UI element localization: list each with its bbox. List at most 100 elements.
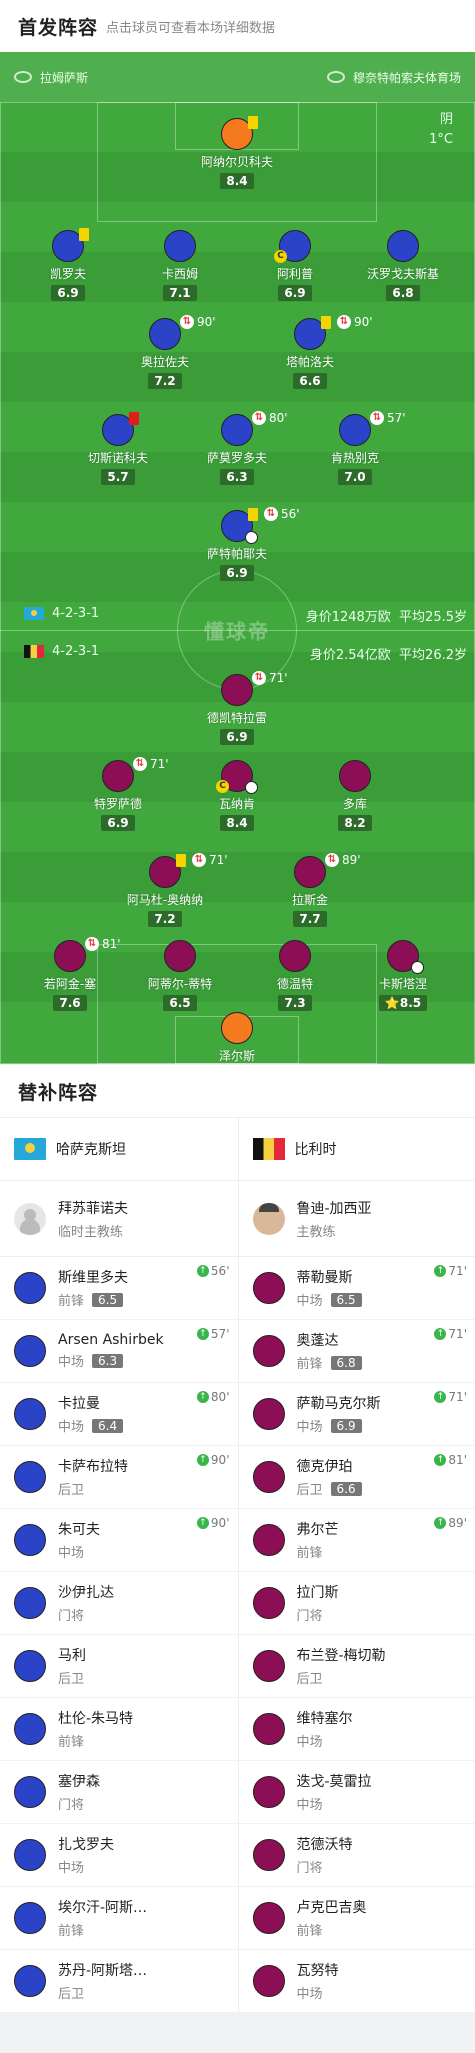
sub-minute: 89' [342,853,361,867]
player-rating: 6.9 [278,285,312,301]
player-name: 塔帕洛夫 [285,355,334,369]
player-name: 肯热别克 [330,451,379,465]
be-coach[interactable]: 鲁迪-加西亚主教练 [238,1181,475,1257]
rating-value: 6.9 [226,730,248,744]
player-marker: ⇅71' [149,853,228,888]
sub-player-row[interactable]: 朱可夫中场↑90' [0,1509,238,1572]
sub-player-row[interactable]: 弗尔芒前锋↑89' [238,1509,475,1572]
red-card-icon [129,412,139,425]
sub-player-row[interactable]: 维特塞尔中场 [238,1698,475,1761]
player-name: 萨莫罗多夫 [206,451,267,465]
player-name: 凯罗夫 [49,267,86,281]
sub-player-name: 迭戈-莫雷拉 [296,1774,372,1790]
substitution-icon: ⇅ [85,937,99,951]
sub-in-icon: ↑ [434,1391,447,1403]
sub-minute: 90' [354,315,373,329]
sub-in-time: ↑57' [196,1327,230,1341]
player-name: 若阿金-塞 [43,977,97,991]
sub-player-name: 萨勒马克尔斯 [296,1396,381,1412]
sub-player-row[interactable]: 卡萨布拉特后卫↑90' [0,1446,238,1509]
rating-value: 5.7 [107,470,129,484]
sub-player-row[interactable]: 范德沃特门将 [238,1824,475,1887]
sub-player-row[interactable]: 杜伦-朱马特前锋 [0,1698,238,1761]
yellow-card-icon [248,116,258,129]
sub-player-row[interactable]: 塞伊森门将 [0,1761,238,1824]
sub-minute: 71' [209,853,228,867]
sub-player-row[interactable]: 卢克巴吉奥前锋 [238,1887,475,1950]
sub-player-row[interactable]: 迭戈-莫雷拉中场 [238,1761,475,1824]
sub-player-row[interactable]: 布兰登-梅切勒后卫 [238,1635,475,1698]
sub-in-icon: ↑ [434,1328,447,1340]
sub-player-row[interactable]: 沙伊扎达门将 [0,1572,238,1635]
player-marker [252,1839,285,1871]
kz-coach[interactable]: 拜苏菲诺夫临时主教练 [0,1181,238,1257]
kz-subs-header: 哈萨克斯坦 [0,1118,238,1181]
sub-player-position: 后卫 [296,1672,323,1687]
sub-player-row[interactable]: 瓦努特中场 [238,1950,475,2013]
sub-player-rating: 6.6 [330,1481,362,1496]
player-marker [252,1713,285,1745]
sub-player-position: 中场 [296,1798,323,1813]
sub-player-name: 弗尔芒 [296,1522,339,1538]
be-formation: 4-2-3-1 [52,644,100,659]
goal-ball-icon [245,781,258,794]
pitch-player[interactable]: 卡斯塔涅⭐8.5 [343,940,463,1011]
lineup-header: 首发阵容 点击球员可查看本场详细数据 [0,0,475,52]
player-marker [14,1902,46,1934]
rating-value: 6.6 [299,374,321,388]
pitch-player[interactable]: 泽尔斯7.0 [177,1012,297,1064]
sub-player-row[interactable]: 拉门斯门将 [238,1572,475,1635]
sub-in-icon: ↑ [434,1265,447,1277]
rating-value: 7.7 [299,912,321,926]
player-name: 多库 [342,797,367,811]
player-rating: ⭐8.5 [378,995,428,1011]
sub-player-name: 扎戈罗夫 [58,1837,114,1853]
player-marker [252,1650,285,1682]
player-marker [252,1902,285,1934]
sub-player-row[interactable]: 苏丹-阿斯塔…后卫 [0,1950,238,2013]
player-marker: ⇅71' [221,671,288,706]
sub-player-name: 蒂勒曼斯 [296,1270,353,1286]
subs-title: 替补阵容 [0,1065,475,1117]
sub-player-position: 后卫 [58,1483,85,1498]
sub-in-icon: ↑ [196,1391,209,1403]
sub-player-row[interactable]: 埃尔汗-阿斯…前锋 [0,1887,238,1950]
rating-value: 7.2 [154,374,176,388]
rating-value: 7.1 [169,286,191,300]
sub-in-time: ↑90' [196,1453,230,1467]
sub-player-row[interactable]: 马利后卫 [0,1635,238,1698]
substitution-icon: ⇅ [264,507,278,521]
sub-player-row[interactable]: 扎戈罗夫中场 [0,1824,238,1887]
kz-value: 身价1248万欧 [305,610,391,625]
sub-player-position: 中场 [296,1420,323,1435]
sub-in-icon: ↑ [196,1265,209,1277]
